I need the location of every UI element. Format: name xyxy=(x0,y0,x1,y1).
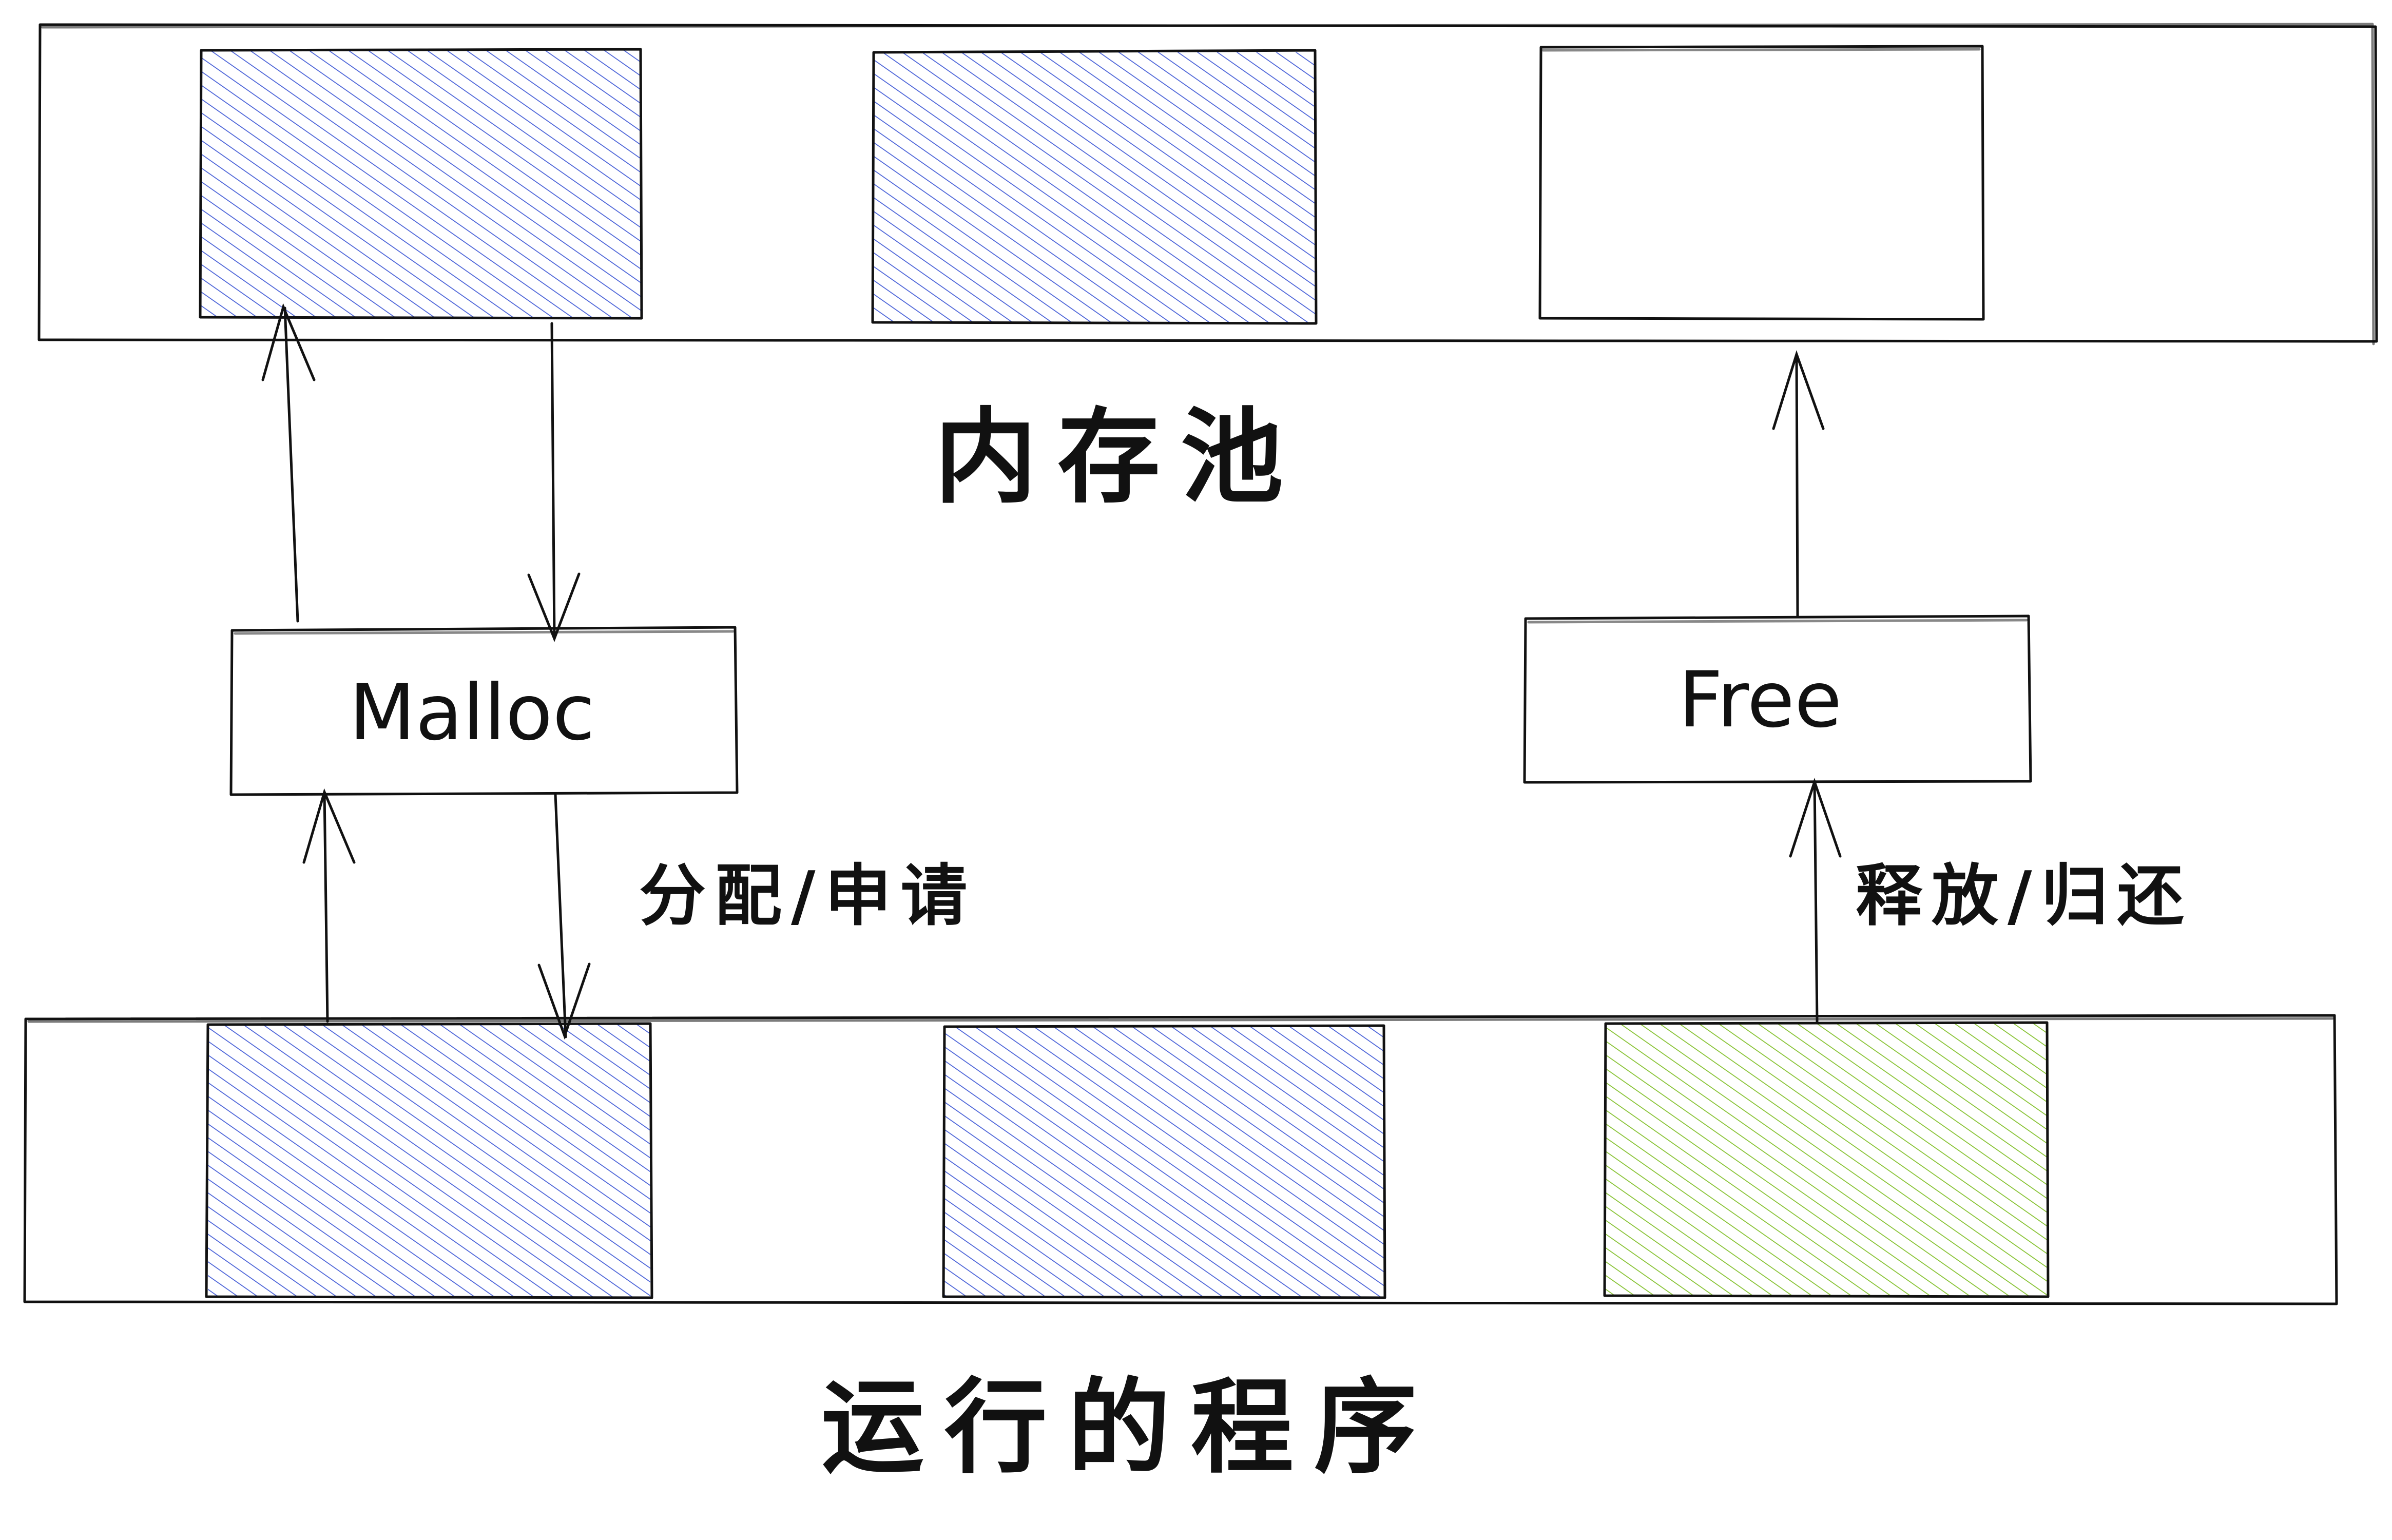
malloc-label: Malloc xyxy=(349,668,595,758)
memory-pool-container xyxy=(37,23,2378,345)
free-label: Free xyxy=(1679,656,1842,745)
program-block-3-releasing xyxy=(1603,1021,2050,1298)
malloc-box: Malloc xyxy=(229,626,739,796)
allocate-label: 分配/申请 xyxy=(639,857,976,935)
pool-block-3-free xyxy=(1538,45,1985,321)
arrow-malloc-to-pool xyxy=(261,303,316,623)
pool-block-2 xyxy=(871,49,1318,325)
pool-block-1 xyxy=(199,48,643,320)
release-label: 释放/归还 xyxy=(1856,857,2193,935)
program-block-2 xyxy=(942,1024,1386,1299)
arrow-program-to-malloc xyxy=(302,788,356,1023)
arrow-program-to-free xyxy=(1789,778,1842,1023)
free-box: Free xyxy=(1523,614,2032,784)
program-block-1 xyxy=(205,1022,653,1299)
arrow-free-to-pool xyxy=(1772,350,1825,618)
arrow-pool-to-malloc xyxy=(527,322,581,642)
arrow-malloc-to-program xyxy=(537,793,591,1040)
program-container xyxy=(23,1014,2338,1305)
program-label: 运行的程序 xyxy=(821,1368,1437,1488)
memory-pool-label: 内存池 xyxy=(934,398,1304,517)
